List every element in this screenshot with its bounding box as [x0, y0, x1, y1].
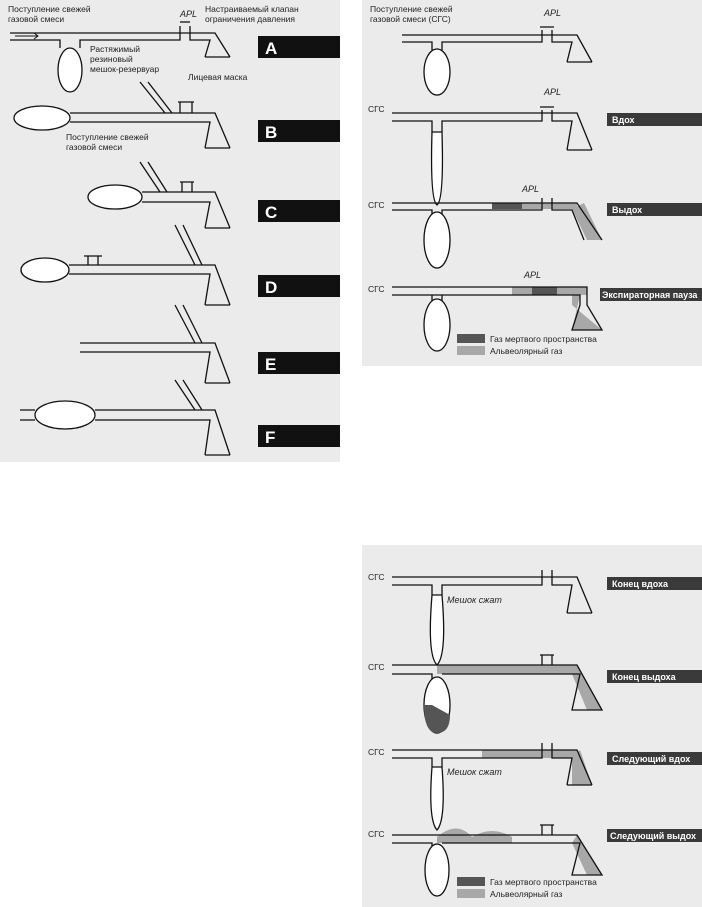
letter-a: A	[265, 39, 277, 58]
system-b: B Поступление свежей газовой смеси	[13, 81, 340, 152]
system-a: Поступление свежей газовой смеси APL Нас…	[8, 4, 340, 93]
rp-legend-dead: Газ мертвого пространства	[490, 334, 597, 344]
rp-fresh-gas-label-2: газовой смеси (СГС)	[370, 14, 451, 24]
letter-d: D	[265, 278, 277, 297]
system-c: C	[87, 161, 340, 229]
bag-label-2: резиновый	[90, 54, 133, 64]
valve-label-1: Настраиваемый клапан	[205, 4, 299, 14]
rp-phase-inspiration: Вдох	[612, 115, 635, 125]
rp-fresh-gas-label-1: Поступление свежей	[370, 4, 453, 14]
gas-flow-phases-panel: Поступление свежей газовой смеси (СГС) A…	[362, 0, 702, 366]
letter-e: E	[265, 355, 276, 374]
letter-b: B	[265, 123, 277, 142]
rp-legend: Газ мертвого пространства Альвеолярный г…	[457, 334, 597, 356]
rp-row-1: APL	[402, 8, 593, 96]
gas-flow-next-breath-diagram: СГС Мешок сжат Конец вдоха СГС Конец выд…	[368, 570, 702, 899]
system-f: F	[20, 379, 340, 456]
bp-phase-next-expiration: Следующий выдох	[610, 831, 696, 841]
apl-label: APL	[179, 9, 197, 19]
rp-row-expiration: СГС APL Выдох	[368, 184, 702, 269]
bp-phase-next-inspiration: Следующий вдох	[612, 754, 690, 764]
bp-sgs-1: СГС	[368, 572, 385, 582]
bp-sgs-3: СГС	[368, 747, 385, 757]
rp-phase-pause: Экспираторная пауза	[602, 290, 698, 300]
bag-label-3: мешок-резервуар	[90, 64, 159, 74]
bp-sgs-2: СГС	[368, 662, 385, 672]
gas-flow-next-breath-panel: СГС Мешок сжат Конец вдоха СГС Конец выд…	[362, 545, 702, 907]
bag-label-1: Растяжимый	[90, 44, 140, 54]
rp-sgs-2: СГС	[368, 104, 385, 114]
system-d: D	[20, 224, 340, 306]
bp-legend: Газ мертвого пространства Альвеолярный г…	[457, 877, 597, 899]
bp-legend-dead: Газ мертвого пространства	[490, 877, 597, 887]
rp-legend-alv: Альвеолярный газ	[490, 346, 562, 356]
bp-bag-collapsed-1: Мешок сжат	[447, 595, 502, 605]
bp-phase-end-inspiration: Конец вдоха	[612, 579, 669, 589]
fresh-gas-label-1: Поступление свежей	[8, 4, 91, 14]
rp-row-pause: СГС APL Экспираторная пауза	[368, 270, 702, 352]
mapleson-systems-diagram: Поступление свежей газовой смеси APL Нас…	[8, 4, 340, 456]
bp-row-next-inspiration: СГС Мешок сжат Следующий вдох	[368, 743, 702, 831]
fresh-gas-b-label-2: газовой смеси	[66, 142, 122, 152]
rp-phase-expiration: Выдох	[612, 205, 642, 215]
rp-apl-2: APL	[543, 87, 561, 97]
valve-label-2: ограничения давления	[205, 14, 295, 24]
rp-sgs-4: СГС	[368, 284, 385, 294]
fresh-gas-label-2: газовой смеси	[8, 14, 64, 24]
bp-phase-end-expiration: Конец выдоха	[612, 672, 677, 682]
bp-legend-alv: Альвеолярный газ	[490, 889, 562, 899]
system-e: E	[80, 304, 340, 384]
fresh-gas-b-label-1: Поступление свежей	[66, 132, 149, 142]
bp-row-end-expiration: СГС Конец выдоха	[368, 654, 702, 734]
bp-bag-collapsed-2: Мешок сжат	[447, 767, 502, 777]
rp-apl-1: APL	[543, 8, 561, 18]
mask-label: Лицевая маска	[188, 72, 248, 82]
mapleson-systems-panel: Поступление свежей газовой смеси APL Нас…	[0, 0, 340, 462]
rp-row-inspiration: СГС APL Вдох	[368, 87, 702, 206]
rp-apl-3: APL	[521, 184, 539, 194]
rp-apl-4: APL	[523, 270, 541, 280]
bp-row-next-expiration: СГС Следующий выдох	[368, 824, 702, 897]
letter-f: F	[265, 428, 275, 447]
gas-flow-phases-diagram: Поступление свежей газовой смеси (СГС) A…	[368, 4, 702, 356]
rp-sgs-3: СГС	[368, 200, 385, 210]
bp-sgs-4: СГС	[368, 829, 385, 839]
bp-row-end-inspiration: СГС Мешок сжат Конец вдоха	[368, 570, 702, 666]
letter-c: C	[265, 203, 277, 222]
